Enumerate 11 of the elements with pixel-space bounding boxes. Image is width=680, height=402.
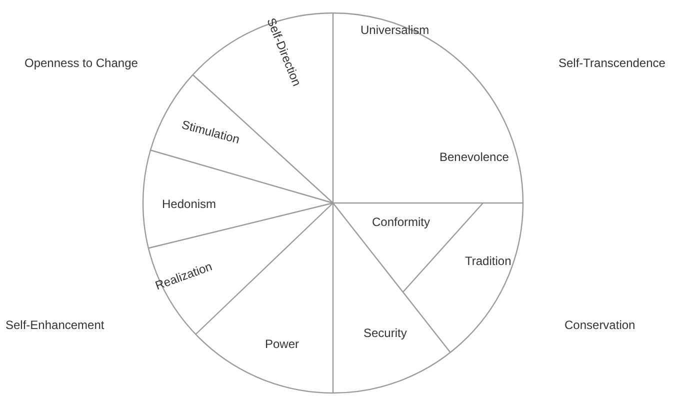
sector-label: Tradition <box>465 254 512 268</box>
sector-label: Universalism <box>360 23 430 37</box>
quadrant-label: Conservation <box>564 318 636 332</box>
quadrant-label: Self-Transcendence <box>558 56 666 70</box>
quadrant-label: Self-Enhancement <box>6 318 104 332</box>
sector-label: Benevolence <box>440 150 509 164</box>
quadrant-label: Openness to Change <box>24 56 138 70</box>
sector-label: Hedonism <box>162 197 216 211</box>
sector-label: Security <box>364 326 407 340</box>
sector-label: Conformity <box>372 215 430 229</box>
sector-label: Power <box>265 337 300 351</box>
